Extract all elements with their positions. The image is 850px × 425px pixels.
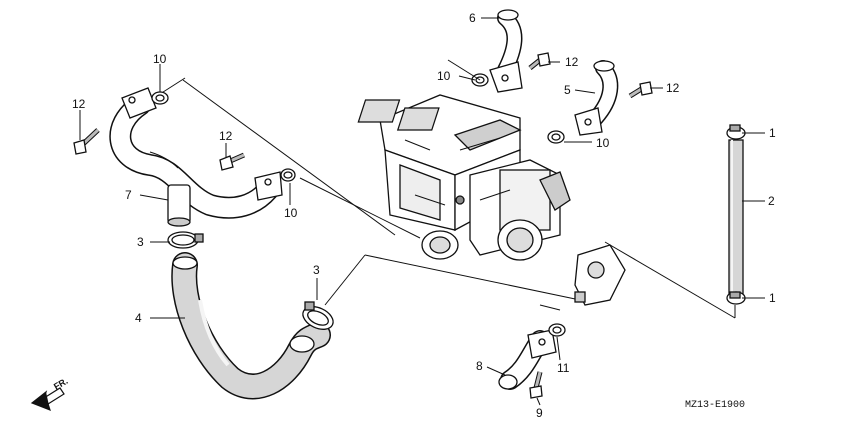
engine-block: [357, 94, 571, 261]
callout-4: 4: [135, 311, 142, 325]
water-pipe-7: [109, 87, 283, 227]
hose-clamp-3-lower: [302, 301, 334, 330]
arrow-front-icon: [30, 387, 65, 412]
callout-12-c: 12: [565, 55, 579, 69]
o-ring-10-a: [151, 91, 169, 105]
elbow-pipe-5: [574, 60, 619, 136]
callout-leaders: [79, 17, 765, 406]
bolt-12-d: [628, 81, 653, 99]
callout-10-a: 10: [153, 52, 167, 66]
callout-12-a: 12: [72, 97, 86, 111]
callout-6: 6: [469, 11, 476, 25]
thermostat-housing: [574, 244, 626, 306]
callout-1-top: 1: [769, 126, 776, 140]
callout-9: 9: [536, 406, 543, 420]
bolt-12-c: [528, 52, 551, 70]
bolt-9: [529, 371, 543, 399]
callout-5: 5: [564, 83, 571, 97]
callout-8: 8: [476, 359, 483, 373]
clip-1-top: [726, 124, 746, 140]
o-ring-11: [548, 323, 566, 337]
assembly-lines: [159, 77, 736, 319]
diagram-code: MZ13-E1900: [685, 400, 745, 411]
o-ring-10-b: [280, 168, 296, 182]
elbow-pipe-6: [489, 9, 523, 93]
elbow-pipe-8: [498, 329, 557, 390]
callout-12-d: 12: [666, 81, 680, 95]
front-direction-label: FR.: [52, 376, 70, 392]
rubber-hose-4: [171, 252, 331, 400]
bolt-12-a: [73, 128, 100, 155]
o-ring-10-d: [547, 130, 565, 144]
hose-2: [728, 139, 744, 299]
callout-3-upper: 3: [137, 235, 144, 249]
callout-1-bottom: 1: [769, 291, 776, 305]
callout-3-lower: 3: [313, 263, 320, 277]
callout-2: 2: [768, 194, 775, 208]
bolt-12-b: [219, 152, 246, 171]
hose-clamp-3-upper: [167, 231, 204, 249]
callout-10-d: 10: [596, 136, 610, 150]
callout-12-b: 12: [219, 129, 233, 143]
callout-7: 7: [125, 188, 132, 202]
callout-11: 11: [557, 361, 570, 375]
callout-10-b: 10: [284, 206, 298, 220]
callout-10-c: 10: [437, 69, 451, 83]
